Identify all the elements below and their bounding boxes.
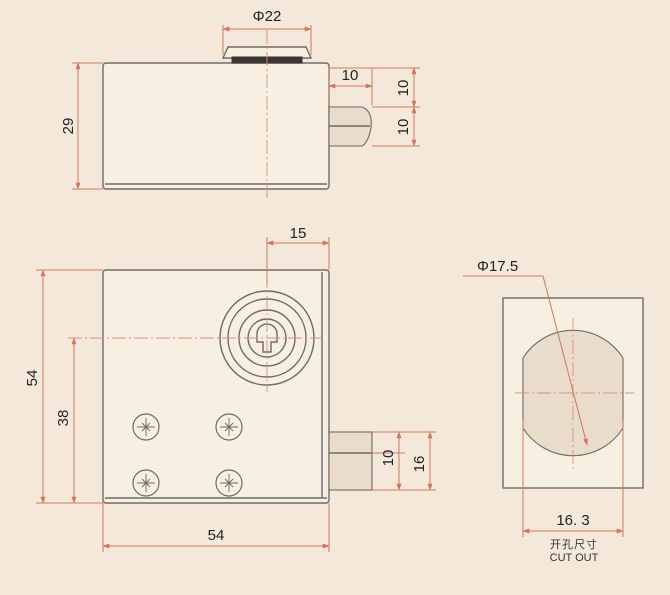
- dim-front-body-height: 54: [24, 370, 41, 387]
- dim-lock-offset: 15: [290, 225, 307, 242]
- dim-lock-center-height: 38: [55, 410, 72, 427]
- front-view: 15 54 38 54 10 16: [24, 225, 436, 552]
- cutout-label-en: CUT OUT: [550, 552, 599, 564]
- screw-icon-bottom-left: [132, 469, 160, 497]
- dim-bolt-length: 10: [342, 67, 359, 84]
- screw-icon-bottom-right: [215, 469, 243, 497]
- top-view: Φ22 29 10 10 10: [60, 8, 420, 198]
- dim-hole-diameter: Φ17.5: [477, 258, 518, 275]
- top-view-body: [102, 62, 330, 190]
- screw-icon-top-right: [215, 413, 243, 441]
- dim-front-body-width: 54: [208, 527, 225, 544]
- dim-bolt-height: 10: [380, 450, 397, 467]
- dim-head-diameter: Φ22: [253, 8, 282, 25]
- dim-bolt-offset: 16: [411, 456, 428, 473]
- cutout-view: Φ17.5 16. 3 开孔尺寸 CUT OUT: [463, 258, 644, 564]
- cutout-label-cn: 开孔尺寸: [550, 537, 598, 551]
- screw-icon-top-left: [132, 413, 160, 441]
- dim-flat-width: 16. 3: [556, 512, 589, 529]
- front-view-bolt: [328, 431, 373, 491]
- dim-bolt-height-upper: 10: [395, 80, 412, 97]
- dim-top-body-height: 29: [60, 118, 77, 135]
- dim-bolt-height-lower: 10: [395, 119, 412, 136]
